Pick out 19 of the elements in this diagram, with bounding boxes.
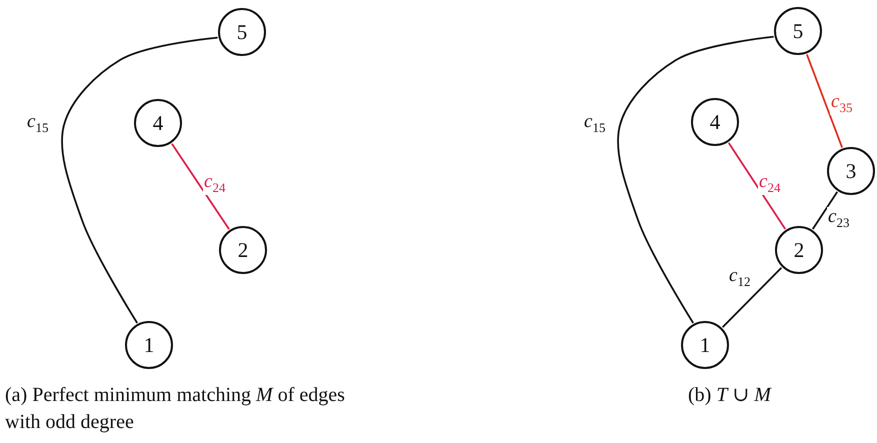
vertex-circle: 5: [218, 8, 266, 56]
edge-label: c$_{23}$: [827, 207, 850, 230]
vertex-circle: 5: [774, 7, 822, 55]
vertex-circle: 4: [691, 98, 739, 146]
graph-edge: [722, 267, 782, 328]
graph-edge: [812, 191, 838, 230]
graph-edge: [171, 143, 230, 230]
graph-edge: [806, 54, 843, 148]
figure-caption: (a) Perfect minimum matching M of edges with odd degree: [5, 383, 346, 435]
vertex-circle: 3: [827, 147, 875, 195]
graph-edge: [617, 36, 774, 324]
vertex-circle: 1: [125, 321, 173, 369]
vertex-circle: 2: [775, 226, 823, 274]
vertex-circle: 4: [134, 99, 182, 147]
graph-edge: [61, 36, 218, 324]
graph-edge: [728, 142, 786, 230]
vertex-circle: 1: [681, 321, 729, 369]
figure-caption: (b) T ∪ M: [688, 383, 773, 408]
vertex-circle: 2: [219, 226, 267, 274]
